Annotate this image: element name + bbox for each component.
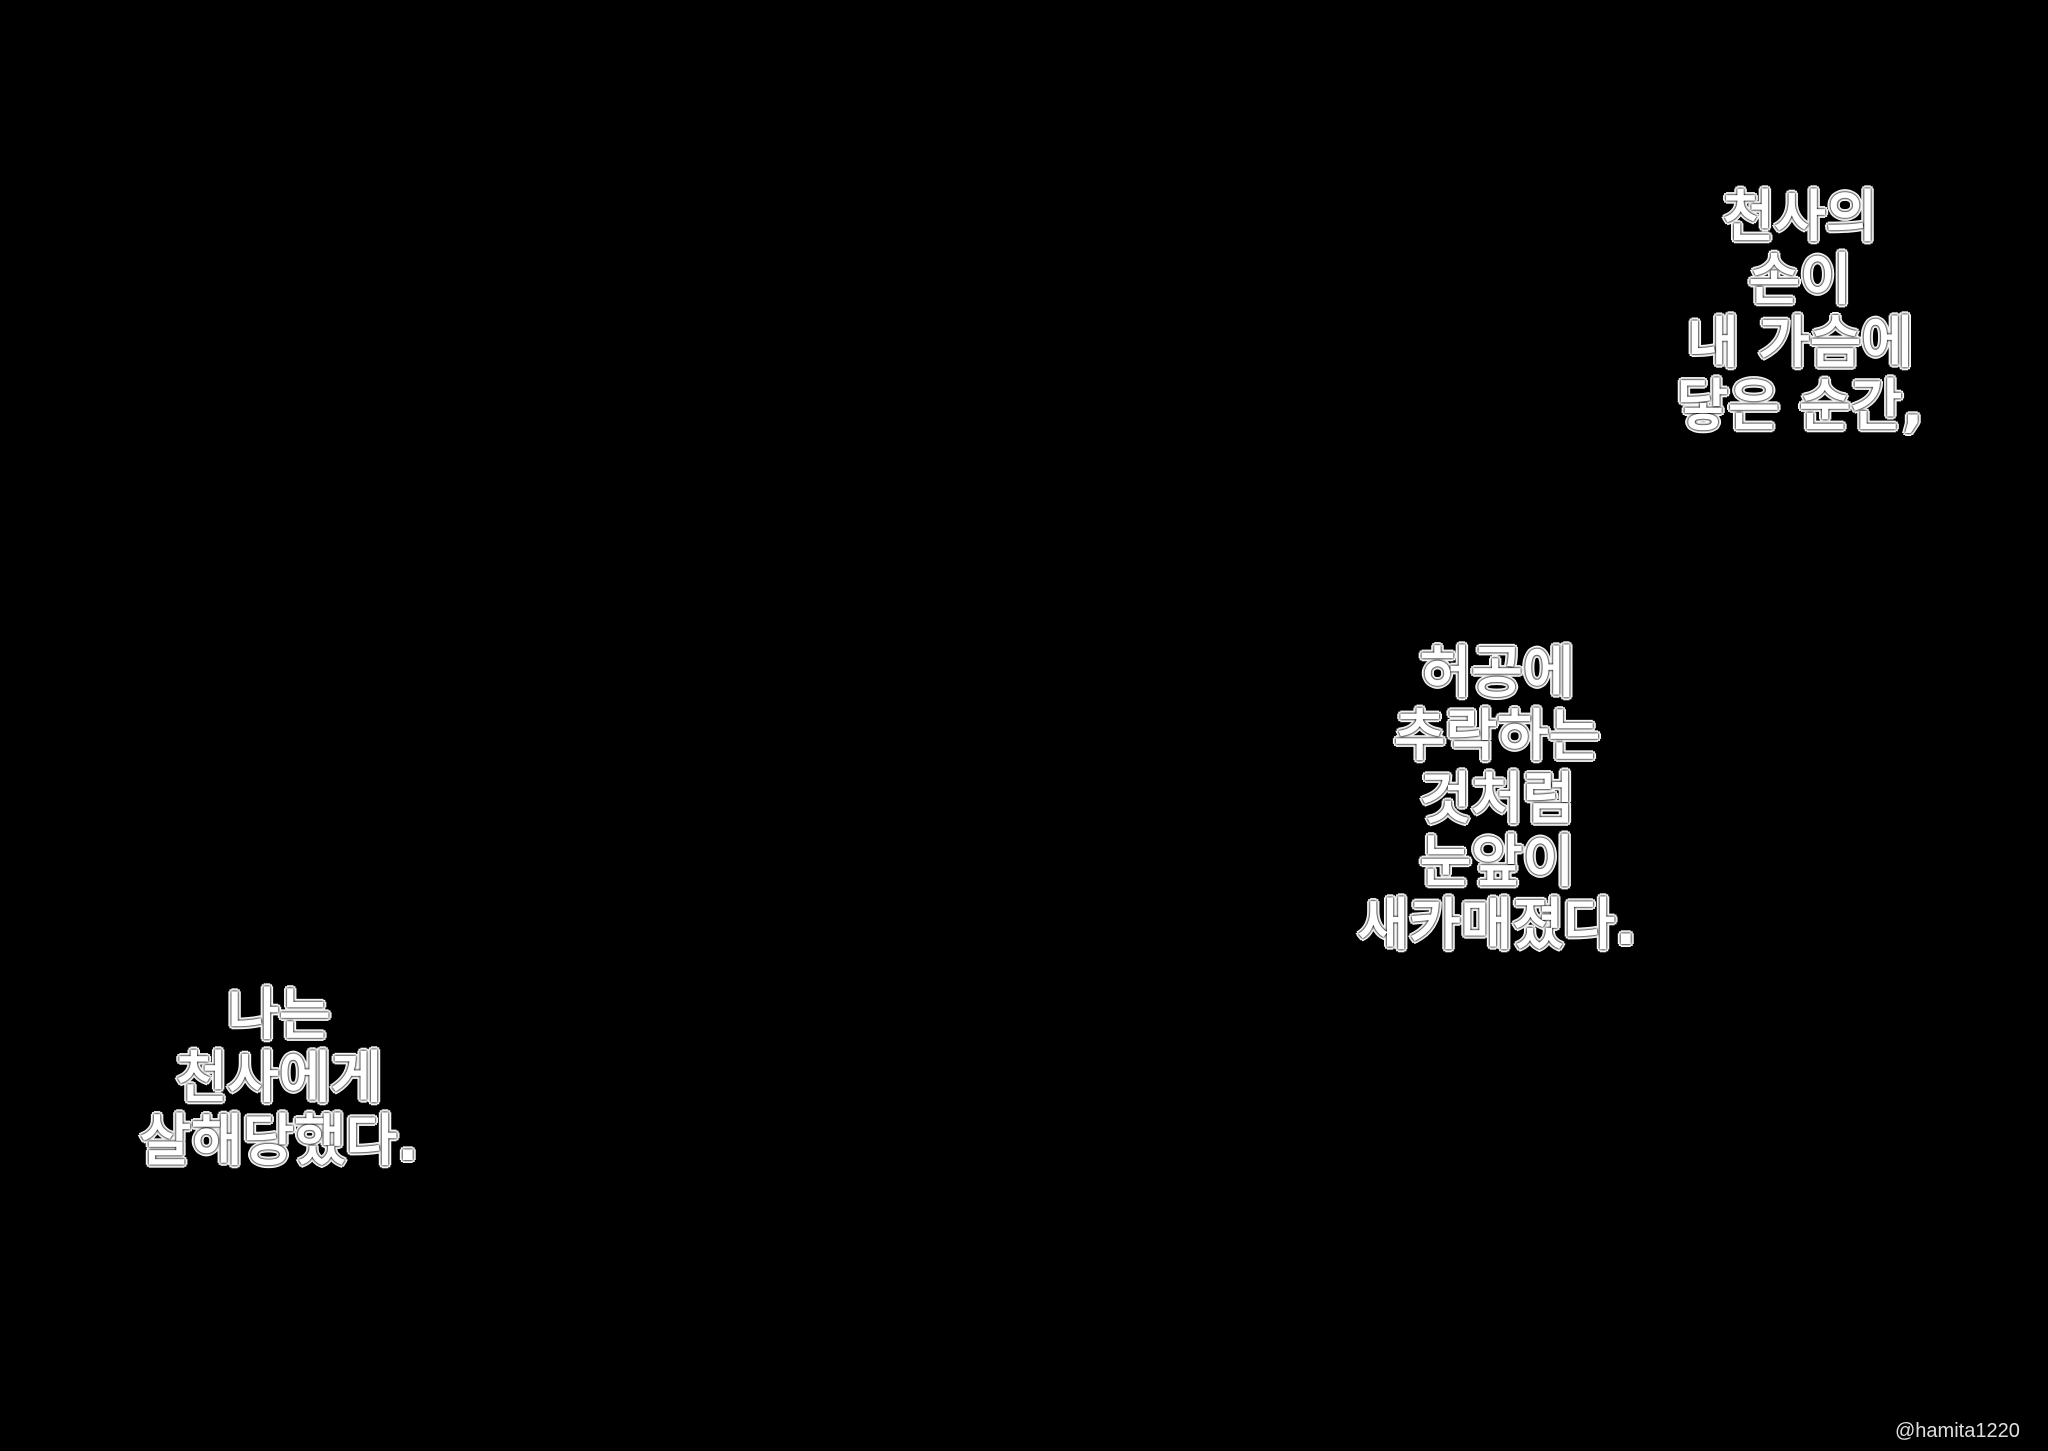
caption-line: 살해당했다. [139, 1109, 419, 1174]
author-watermark: @hamita1220 [1895, 1420, 2020, 1442]
caption-line: 눈앞이 [1419, 830, 1575, 895]
caption-line: 나는 [227, 983, 331, 1048]
caption-line: 내 가슴에 [1687, 311, 1913, 376]
caption-line: 추락하는 [1393, 704, 1601, 769]
caption-top-right: 천사의 손이 내 가슴에 닿은 순간, [1677, 186, 1924, 438]
caption-line: 닿은 순간, [1676, 374, 1924, 439]
caption-line: 새카매졌다. [1357, 893, 1637, 958]
caption-line: 천사에게 [175, 1046, 383, 1111]
caption-line: 손이 [1748, 248, 1852, 313]
caption-bottom-left: 나는 천사에게 살해당했다. [140, 984, 419, 1173]
caption-line: 천사의 [1722, 185, 1878, 250]
caption-middle-right: 허공에 추락하는 것처럼 눈앞이 새카매졌다. [1358, 642, 1637, 957]
caption-line: 허공에 [1419, 641, 1575, 706]
caption-line: 것처럼 [1419, 767, 1575, 832]
